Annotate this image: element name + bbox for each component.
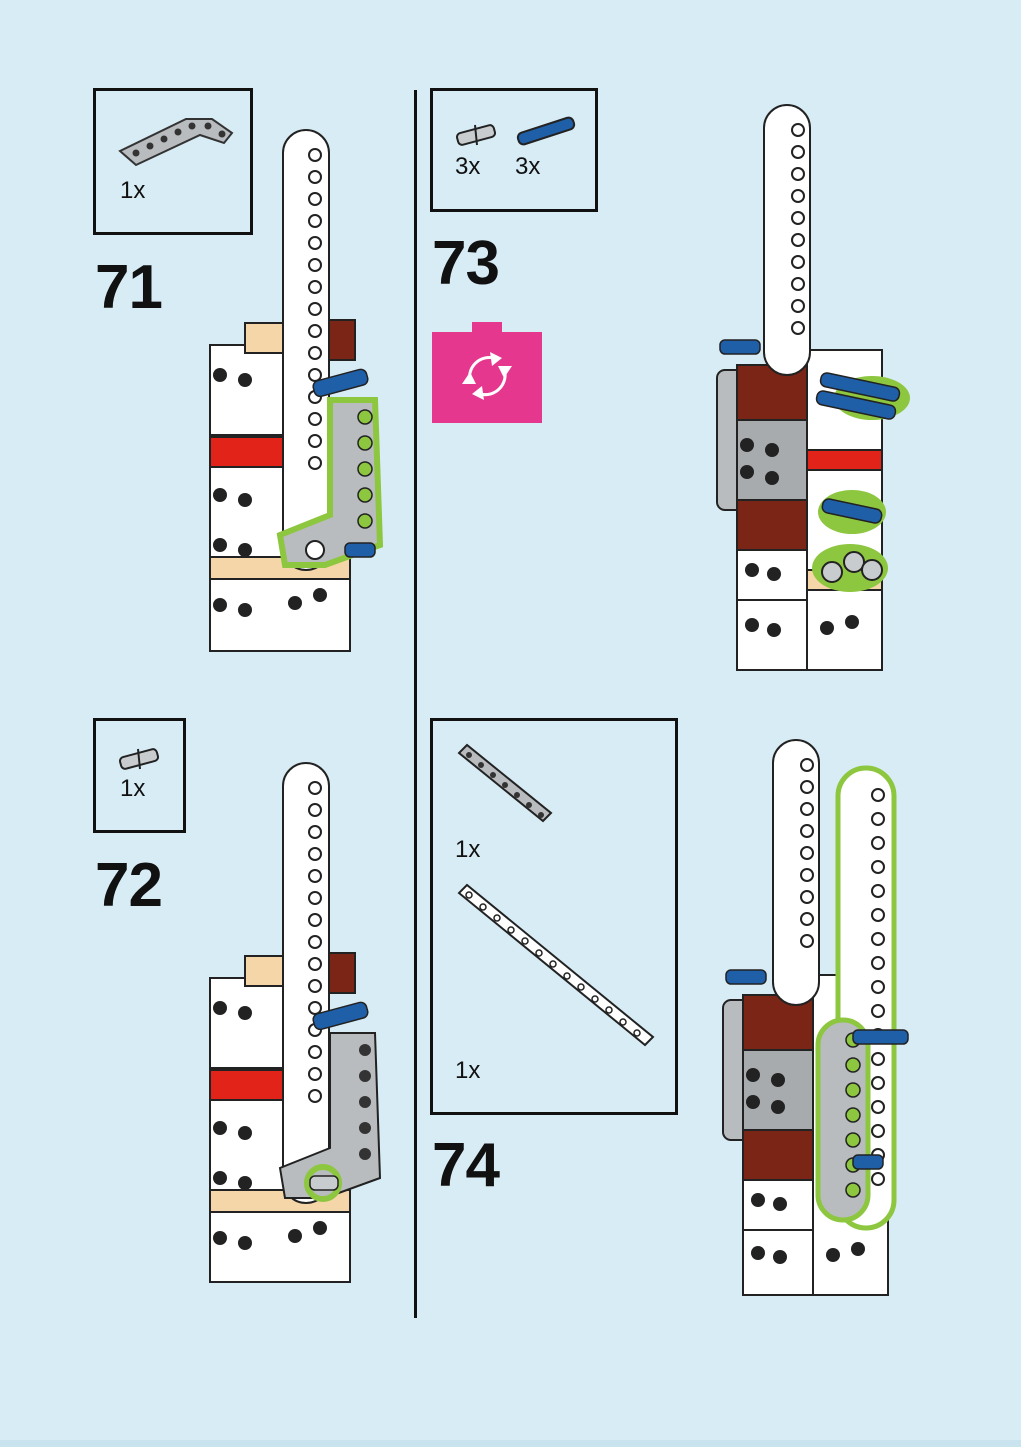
grey-beam-part-icon — [455, 743, 555, 833]
blue-axle-pin-part-icon — [515, 115, 577, 145]
page-bottom-band — [0, 1440, 1021, 1447]
step-number-73: 73 — [432, 228, 499, 299]
step-74-model-illustration — [718, 735, 918, 1310]
step-74-parts-box: 1x 1x — [430, 718, 678, 1115]
step-number-71: 71 — [95, 252, 162, 323]
step-73-parts-box: 3x 3x — [430, 88, 598, 212]
part-quantity: 3x — [455, 153, 480, 181]
part-quantity: 1x — [120, 177, 145, 205]
step-72-parts-box: 1x — [93, 718, 186, 833]
part-quantity: 1x — [455, 836, 480, 864]
step-72-model-illustration — [205, 758, 385, 1288]
step-number-72: 72 — [95, 850, 162, 921]
part-quantity: 1x — [455, 1057, 480, 1085]
connector-pin-part-icon — [455, 121, 497, 147]
step-73-model-illustration — [712, 100, 912, 680]
part-quantity: 3x — [515, 153, 540, 181]
step-71-model-illustration — [205, 125, 385, 660]
white-beam-part-icon — [455, 883, 655, 1053]
connector-pin-part-icon — [118, 745, 160, 771]
column-divider — [414, 90, 417, 1318]
step-number-74: 74 — [432, 1130, 499, 1201]
part-quantity: 1x — [120, 775, 145, 803]
rotate-model-icon — [432, 322, 542, 423]
